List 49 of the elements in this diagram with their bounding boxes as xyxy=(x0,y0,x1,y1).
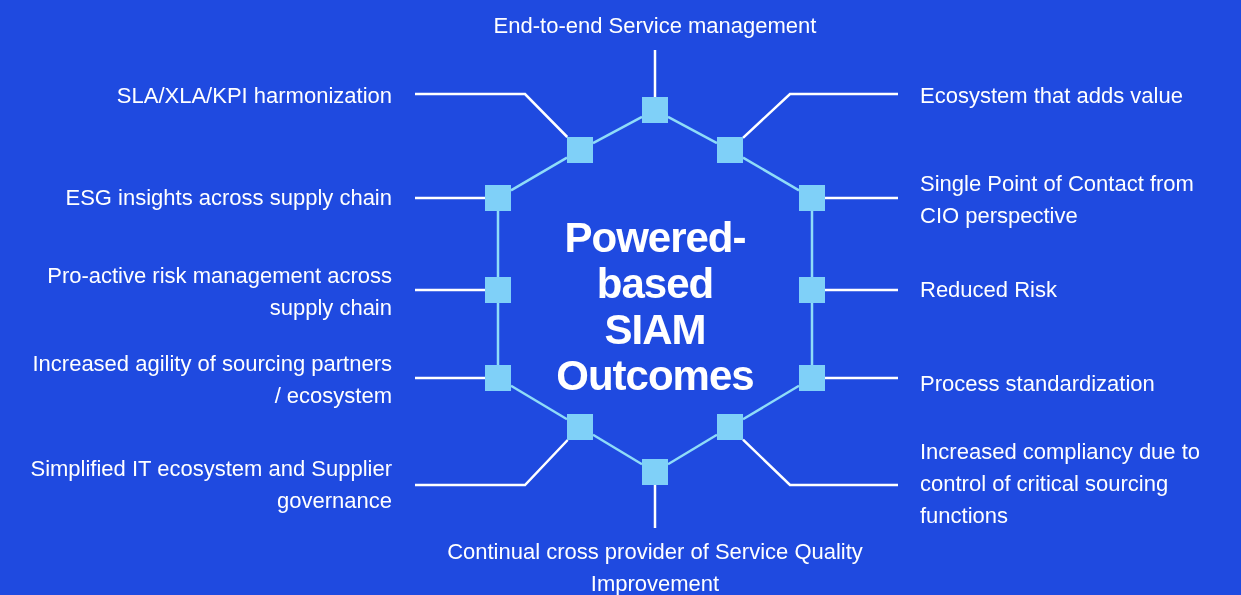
square-marker xyxy=(485,365,511,391)
leader-line xyxy=(415,439,569,487)
square-marker xyxy=(485,185,511,211)
outcome-text: Increased agility of sourcing partners / ecosystem xyxy=(30,348,392,412)
outcome-text: SLA/XLA/KPI harmonization xyxy=(30,80,392,112)
hexagon-line xyxy=(667,433,718,466)
outcome-text: Increased compliancy due to control of critical sourcing functions xyxy=(920,436,1230,532)
square-marker xyxy=(642,459,668,485)
leader-line xyxy=(415,376,485,380)
hexagon-line xyxy=(742,156,800,192)
outcome-text: Reduced Risk xyxy=(920,274,1220,306)
square-marker xyxy=(642,97,668,123)
square-marker xyxy=(485,277,511,303)
outcome-text: End-to-end Service management xyxy=(445,10,865,42)
leader-line xyxy=(653,485,657,528)
outcome-text: Single Point of Contact from CIO perspective xyxy=(920,168,1220,232)
square-marker xyxy=(717,137,743,163)
leader-line xyxy=(825,376,898,380)
outcome-text: Continual cross provider of Service Quality Improvement xyxy=(445,536,865,595)
hexagon-line xyxy=(592,115,643,145)
leader-line xyxy=(653,50,657,97)
outcome-text: Pro-active risk management across supply chain xyxy=(30,260,392,324)
leader-line xyxy=(742,92,898,139)
hexagon-line xyxy=(510,384,568,421)
square-marker xyxy=(799,277,825,303)
leader-line xyxy=(415,92,569,138)
hexagon-line xyxy=(742,384,800,421)
leader-line xyxy=(742,438,898,487)
hexagon-line xyxy=(810,211,814,277)
hexagon-line xyxy=(496,211,500,277)
leader-line xyxy=(415,196,485,200)
outcome-text: Simplified IT ecosystem and Supplier governance xyxy=(30,453,392,517)
square-marker xyxy=(799,185,825,211)
square-marker xyxy=(567,137,593,163)
outcome-text: ESG insights across supply chain xyxy=(0,182,392,214)
center-heading: Powered-based SIAM Outcomes xyxy=(545,215,765,399)
hexagon-line xyxy=(667,115,718,145)
leader-line xyxy=(415,288,485,292)
hexagon-line xyxy=(496,303,500,365)
square-marker xyxy=(567,414,593,440)
square-marker xyxy=(717,414,743,440)
outcome-text: Ecosystem that adds value xyxy=(920,80,1238,112)
leader-line xyxy=(825,288,898,292)
hexagon-line xyxy=(810,303,814,365)
square-marker xyxy=(799,365,825,391)
hexagon-line xyxy=(592,433,643,466)
leader-line xyxy=(825,196,898,200)
hexagon-line xyxy=(510,156,568,192)
outcome-text: Process standardization xyxy=(920,368,1220,400)
